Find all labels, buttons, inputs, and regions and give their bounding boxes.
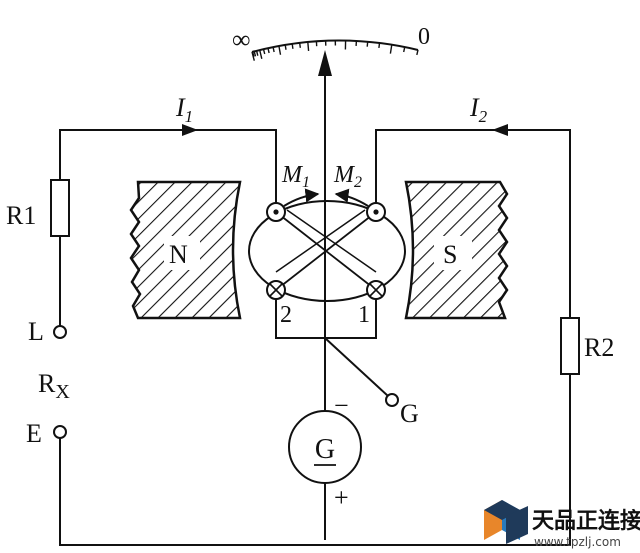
- generator: G: [288, 410, 362, 484]
- scale-tick: [272, 46, 275, 53]
- watermark-text: 天品正连接: [532, 508, 640, 534]
- coil-conductor-dot-right: [366, 202, 386, 222]
- scale-tick: [416, 49, 419, 56]
- scale-tick: [255, 50, 259, 56]
- watermark-logo-icon: [484, 500, 528, 544]
- scale-tick: [307, 41, 310, 51]
- terminal-earth-label: E: [26, 419, 42, 448]
- coil-conductor-cross-right: [366, 280, 386, 300]
- resistor-r1-label: R1: [6, 201, 36, 230]
- scale-zero-label: 0: [418, 24, 430, 50]
- scale-tick: [389, 44, 393, 54]
- terminal-line-label: L: [28, 317, 44, 346]
- circuit-wires: [59, 129, 571, 546]
- scale-tick: [267, 47, 270, 54]
- meter-scale: ∞ 0: [232, 24, 430, 61]
- scale-tick: [262, 48, 266, 55]
- torque-m1-label: M1: [281, 162, 310, 191]
- resistor-r1: [50, 179, 70, 237]
- south-magnet: S: [404, 180, 509, 320]
- north-magnet: N: [129, 180, 242, 320]
- scale-tick: [378, 42, 381, 48]
- scale-ticks: [251, 40, 419, 61]
- scale-tick: [278, 45, 282, 55]
- resistor-r2: [560, 317, 580, 375]
- terminal-rx-label: RX: [38, 369, 70, 403]
- terminal-line: [53, 325, 67, 339]
- terminal-guard-label: G: [400, 399, 419, 428]
- resistor-r2-label: R2: [584, 333, 614, 362]
- current-i2-label: I2: [469, 93, 488, 126]
- scale-tick: [299, 42, 301, 48]
- scale-tick: [251, 51, 255, 57]
- scale-tick: [284, 44, 287, 50]
- torque-m2-arrow: [334, 188, 369, 207]
- generator-plus-label: +: [334, 483, 349, 512]
- generator-label: G: [315, 434, 335, 465]
- current-i1-arrow: [182, 124, 198, 136]
- torque-m1-arrow: [283, 188, 320, 207]
- moving-coil-assembly: 2 1: [248, 188, 406, 328]
- scale-infinity-label: ∞: [232, 25, 251, 54]
- current-i1-label: I1: [175, 93, 193, 126]
- south-pole-label: S: [443, 240, 457, 269]
- coil-1-label: 1: [358, 302, 370, 328]
- scale-tick: [253, 51, 257, 57]
- scale-tick: [403, 46, 406, 53]
- coil-2-label: 2: [280, 302, 292, 328]
- scale-tick: [291, 43, 294, 49]
- coil-conductor-cross-left: [266, 280, 286, 300]
- terminal-guard: [385, 393, 399, 407]
- scale-tick: [259, 49, 263, 59]
- scale-tick: [366, 41, 369, 47]
- watermark: 天品正连接 www.tpzlj.com: [484, 500, 640, 549]
- current-i2-arrow: [492, 124, 508, 136]
- torque-m2-label: M2: [333, 162, 362, 191]
- north-pole-label: N: [169, 240, 188, 269]
- coil-conductor-dot-left: [266, 202, 286, 222]
- generator-minus-label: −: [334, 391, 349, 420]
- terminal-earth: [53, 425, 67, 439]
- watermark-url: www.tpzlj.com: [534, 535, 621, 549]
